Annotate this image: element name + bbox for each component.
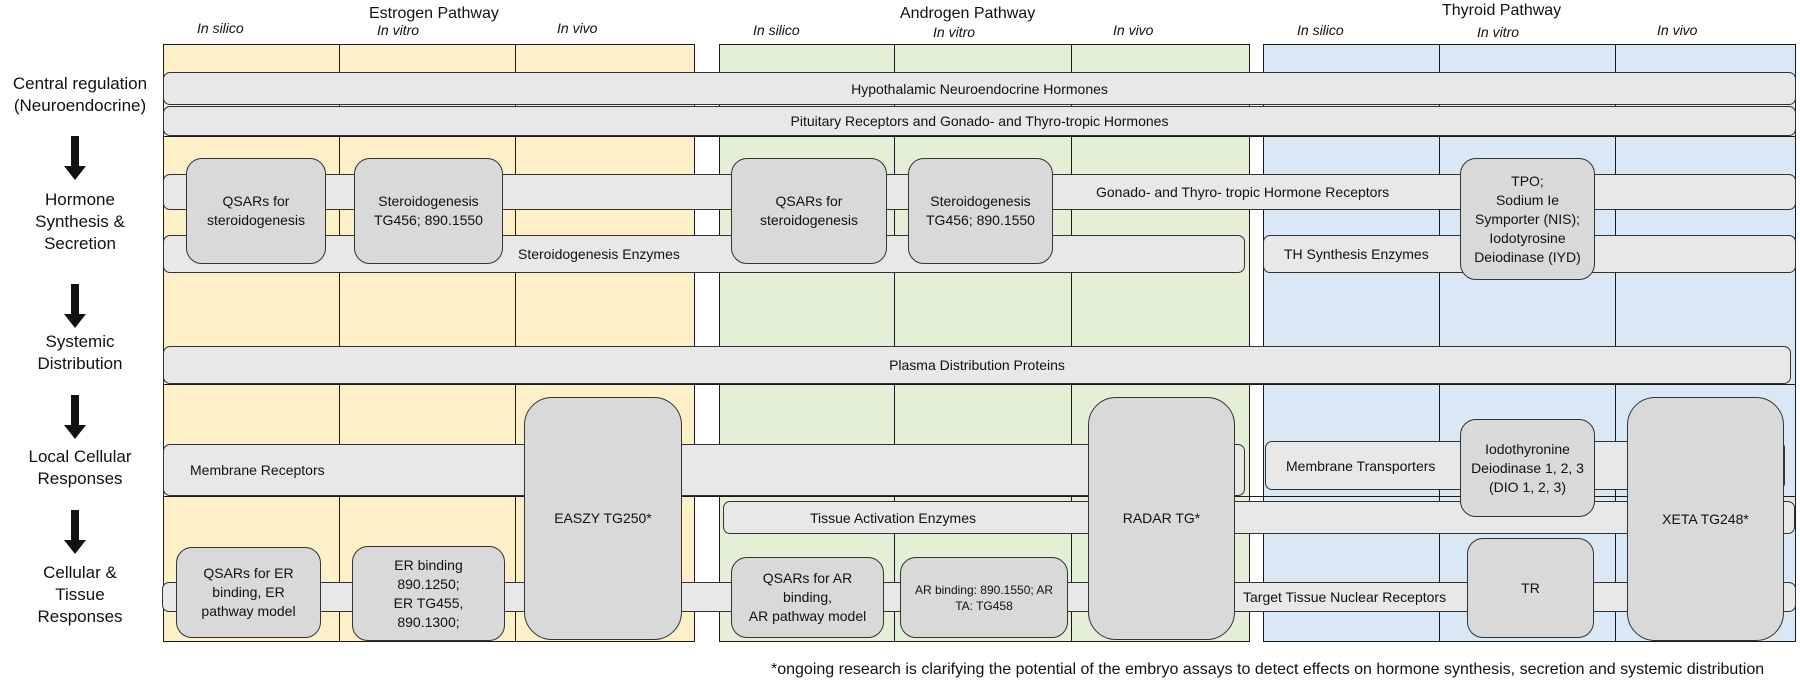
grid-line-2	[163, 384, 1796, 385]
footnote: *ongoing research is clarifying the pote…	[771, 661, 1765, 678]
stage-central-regulation: Central regulation (Neuroendocrine)	[12, 74, 148, 115]
radar-tg-box: RADAR TG*	[1088, 397, 1235, 640]
steroidogenesis-enzymes-bar: Steroidogenesis Enzymes	[163, 235, 1245, 273]
qsar-steroidogenesis-estrogen-box: QSARs for steroidogenesis	[186, 158, 326, 264]
thyroid-col-divider-1	[1439, 44, 1440, 642]
androgen-invivo-label: In vivo	[1113, 22, 1154, 38]
grid-line-1	[163, 136, 1796, 137]
tissue-activation-enzymes-bar: Tissue Activation Enzymes	[723, 501, 1795, 534]
grid-line-3	[163, 496, 1796, 497]
estrogen-insilico-label: In silico	[197, 20, 244, 36]
thyroid-invivo-label: In vivo	[1657, 22, 1698, 38]
androgen-title: Androgen Pathway	[900, 5, 1036, 22]
stage-cellular-tissue: Cellular & Tissue Responses	[37, 563, 123, 626]
estrogen-invitro-label: In vitro	[377, 22, 420, 38]
ar-binding-box: AR binding: 890.1550; AR TA: TG458	[900, 557, 1068, 638]
tr-box: TR	[1467, 538, 1594, 638]
plasma-distribution-bar: Plasma Distribution Proteins	[163, 346, 1791, 384]
tpo-nis-iyd-box: TPO; Sodium Ie Symporter (NIS); Iodotyro…	[1460, 158, 1595, 280]
qsar-er-binding-box: QSARs for ER binding, ER pathway model	[176, 547, 321, 638]
membrane-receptors-bar: Membrane Receptors	[163, 444, 1245, 496]
androgen-invitro-label: In vitro	[933, 24, 976, 40]
stage-local-cellular: Local Cellular Responses	[28, 447, 132, 488]
thyroid-title: Thyroid Pathway	[1442, 2, 1562, 19]
pituitary-receptors-bar: Pituitary Receptors and Gonado- and Thyr…	[163, 106, 1796, 136]
steroidogenesis-tg456-estrogen-box: Steroidogenesis TG456; 890.1550	[354, 158, 503, 264]
steroidogenesis-tg456-androgen-box: Steroidogenesis TG456; 890.1550	[908, 158, 1053, 264]
androgen-col-divider-1	[894, 44, 895, 642]
iodothyronine-deiodinase-box: Iodothyronine Deiodinase 1, 2, 3 (DIO 1,…	[1460, 419, 1595, 517]
xeta-tg248-box: XETA TG248*	[1627, 397, 1784, 641]
qsar-steroidogenesis-androgen-box: QSARs for steroidogenesis	[731, 158, 887, 264]
estrogen-col-divider-2	[515, 44, 516, 642]
estrogen-title: Estrogen Pathway	[369, 5, 499, 22]
thyroid-col-divider-2	[1615, 44, 1616, 642]
stage-systemic-distribution: Systemic Distribution	[37, 332, 123, 373]
estrogen-col-divider-1	[339, 44, 340, 642]
thyroid-invitro-label: In vitro	[1477, 24, 1520, 40]
stage-hormone-synthesis: Hormone Synthesis & Secretion	[35, 190, 125, 253]
qsar-ar-binding-box: QSARs for AR binding, AR pathway model	[731, 557, 884, 638]
easzy-tg250-box: EASZY TG250*	[524, 397, 682, 640]
thyroid-insilico-label: In silico	[1297, 22, 1344, 38]
androgen-insilico-label: In silico	[753, 22, 800, 38]
hypothalamic-hormones-bar: Hypothalamic Neuroendocrine Hormones	[163, 72, 1796, 105]
androgen-col-divider-2	[1071, 44, 1072, 642]
estrogen-invivo-label: In vivo	[557, 20, 598, 36]
er-binding-box: ER binding 890.1250; ER TG455, 890.1300;	[352, 546, 505, 641]
